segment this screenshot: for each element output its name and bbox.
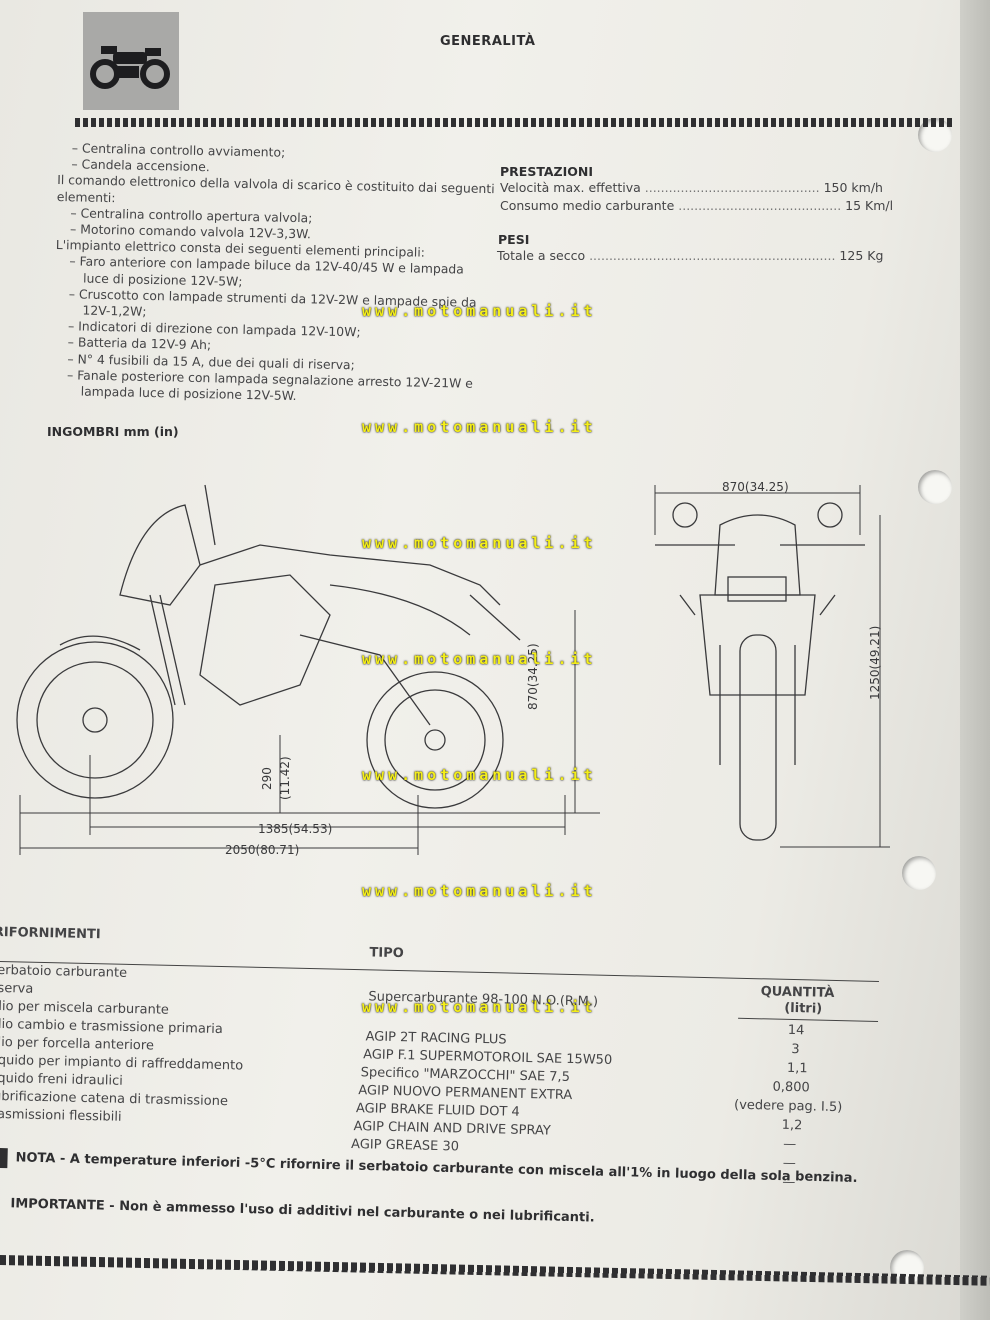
col-tipo-header: TIPO: [369, 945, 404, 962]
importante-label: IMPORTANTE: [10, 1196, 105, 1214]
table-row-qty: —: [783, 1136, 797, 1153]
table-row-qty: (vedere pag. I.5): [733, 1097, 843, 1116]
watermark: www.motomanuali.it: [362, 534, 597, 552]
table-row-tipo: AGIP 2T RACING PLUS: [365, 1029, 507, 1048]
spec-row: Velocità max. effettiva ................…: [500, 180, 883, 195]
watermark: www.motomanuali.it: [362, 418, 597, 436]
ingombri-heading: INGOMBRI mm (in): [47, 424, 179, 439]
table-row-item: riserva: [0, 980, 34, 997]
spec-row: Consumo medio carburante ...............…: [500, 198, 894, 213]
nota-label: NOTA: [15, 1150, 56, 1167]
table-row-item: Liquido freni idraulici: [0, 1070, 123, 1089]
table-row-item: Serbatoio carburante: [0, 962, 128, 981]
motorcycle-front-view: [654, 485, 890, 848]
dim-height: 1250(49.21): [868, 625, 882, 700]
spec-row: Totale a secco .........................…: [497, 248, 884, 263]
watermark: www.motomanuali.it: [362, 882, 597, 900]
table-row-qty: 14: [787, 1022, 805, 1039]
dim-length: 2050(80.71): [225, 843, 300, 857]
watermark: www.motomanuali.it: [362, 302, 597, 320]
table-row-item: Trasmissioni flessibili: [0, 1106, 122, 1125]
table-row-qty: 1,1: [786, 1060, 808, 1077]
dim-ground-clearance: 290: [260, 767, 274, 790]
binder-hole-3: [902, 856, 936, 890]
dim-ground-clearance-in: (11.42): [278, 756, 292, 800]
watermark: www.motomanuali.it: [362, 650, 597, 668]
table-row-qty: 0,800: [772, 1079, 810, 1096]
col-quantita-header: QUANTITÀ: [760, 984, 835, 1001]
table-row-qty: 3: [791, 1041, 800, 1058]
page-title: GENERALITÀ: [440, 34, 536, 49]
page-edge: [960, 0, 990, 1320]
electrical-list: – Centralina controllo avviamento; – Can…: [53, 140, 495, 408]
motorcycle-side-view: [16, 484, 600, 855]
watermark: www.motomanuali.it: [362, 998, 597, 1016]
dim-width: 870(34.25): [722, 480, 789, 494]
pesi-heading: PESI: [498, 232, 530, 247]
prestazioni-heading: PRESTAZIONI: [500, 164, 594, 179]
table-row-qty: 1,2: [781, 1117, 803, 1134]
rifornimenti-heading: RIFORNIMENTI: [0, 924, 101, 943]
note-marker: [0, 1147, 8, 1169]
watermark: www.motomanuali.it: [362, 766, 597, 784]
col-quantita-unit: (litri): [784, 1000, 823, 1017]
table-row-tipo: AGIP GREASE 30: [350, 1137, 460, 1155]
header-rule: [75, 118, 955, 127]
binder-hole-2: [918, 470, 952, 504]
motorcycle-icon: [83, 12, 179, 110]
dim-wheelbase: 1385(54.53): [258, 822, 333, 836]
